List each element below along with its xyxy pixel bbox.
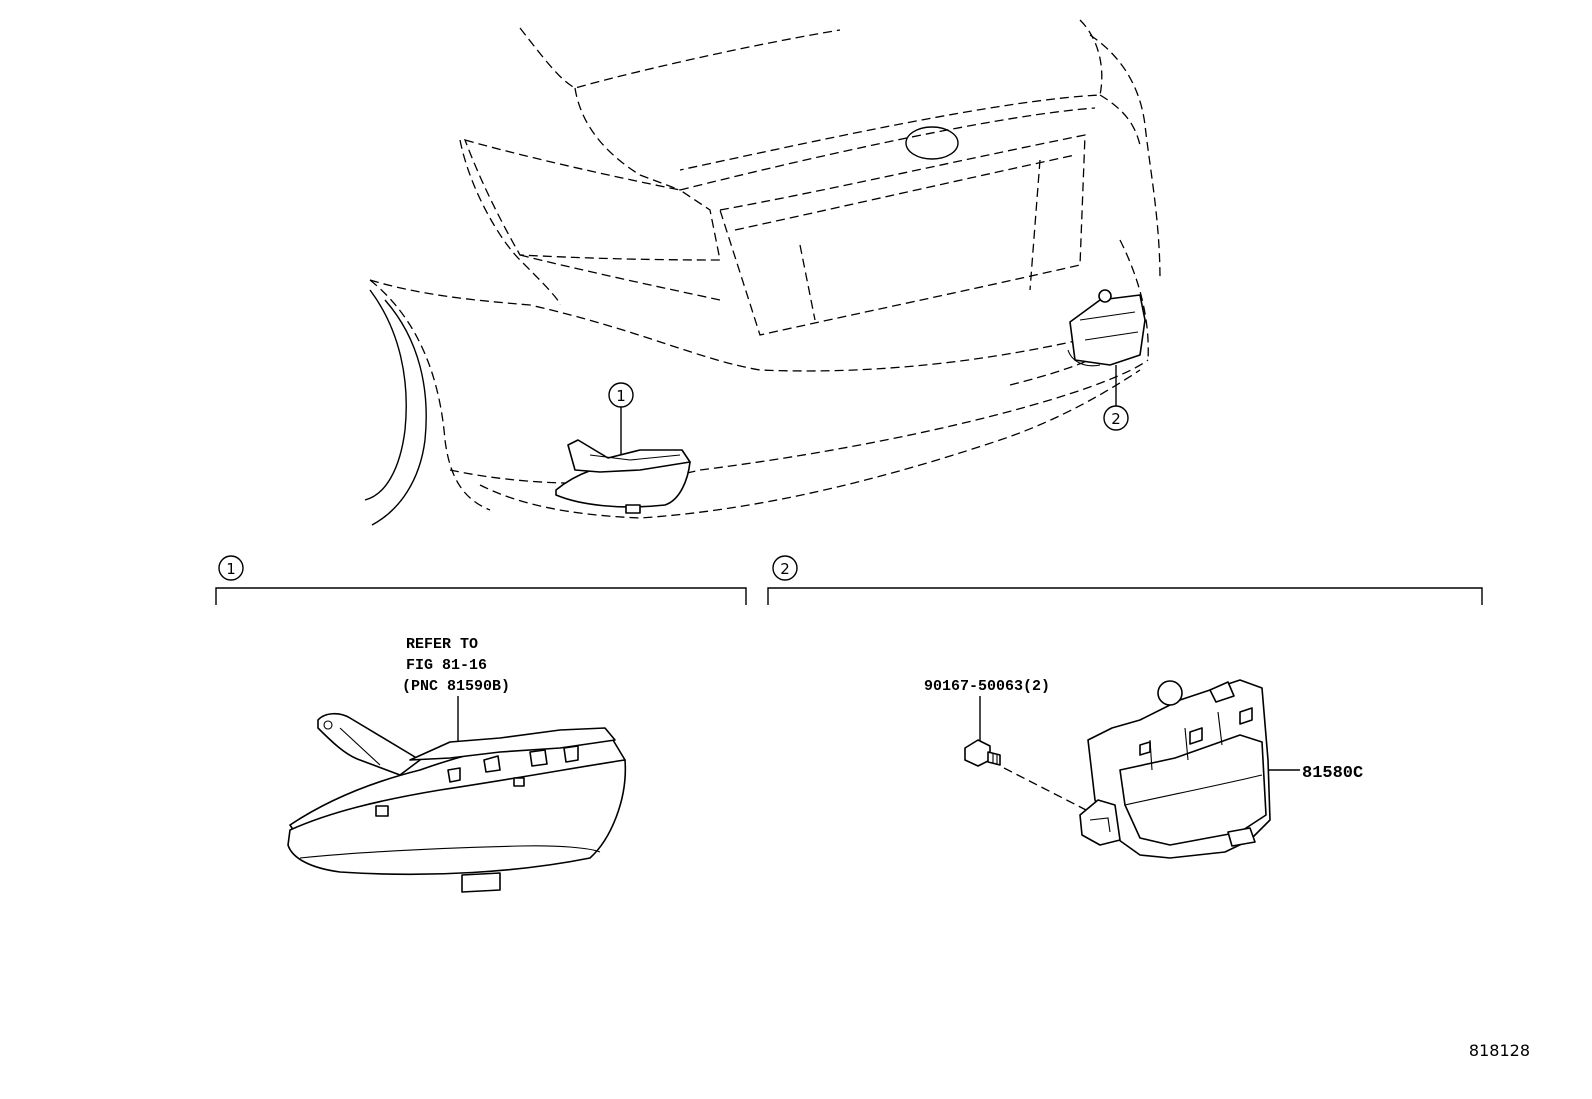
- rear-fog-lamp-81580C: [1079, 679, 1300, 859]
- rear-reflector-assembly: [287, 712, 627, 893]
- section-1-header: 1: [215, 555, 747, 605]
- callout-1-vehicle: 1: [608, 382, 634, 455]
- svg-text:90167-50063(2): 90167-50063(2): [924, 678, 1050, 695]
- refer-note: REFER TO FIG 81-16 (PNC 81590B): [402, 636, 510, 745]
- lamp-part-label: 81580C: [1302, 764, 1363, 783]
- section-2-header: 2: [767, 555, 1483, 605]
- svg-text:(PNC 81590B): (PNC 81590B): [402, 678, 510, 695]
- svg-text:2: 2: [780, 560, 790, 578]
- bolt-label: 90167-50063(2): [924, 678, 1050, 742]
- rear-lamp-left-small: [555, 439, 691, 514]
- rear-lamp-right-small: [1067, 289, 1146, 367]
- figure-number: 818128: [1469, 1041, 1530, 1060]
- callout-2-vehicle: 2: [1103, 365, 1129, 431]
- svg-text:2: 2: [1111, 410, 1121, 428]
- bolt: [964, 739, 1001, 767]
- svg-text:REFER TO: REFER TO: [406, 636, 478, 653]
- svg-text:1: 1: [616, 387, 626, 405]
- emblem: [905, 126, 959, 160]
- bolt-install-line: [1003, 767, 1091, 813]
- vehicle-rear-outline: [364, 19, 1161, 526]
- svg-text:FIG 81-16: FIG 81-16: [406, 657, 487, 674]
- svg-text:1: 1: [226, 560, 236, 578]
